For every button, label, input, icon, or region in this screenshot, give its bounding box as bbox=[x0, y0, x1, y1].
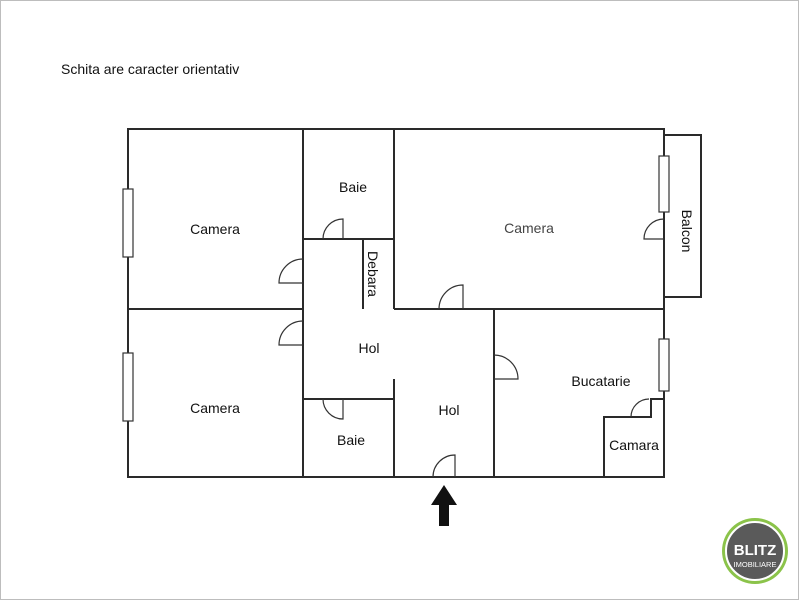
blitz-logo: BLITZ IMOBILIARE bbox=[722, 518, 788, 584]
room-hol-left: Hol bbox=[358, 340, 379, 356]
room-debara: Debara bbox=[365, 251, 381, 297]
orientation-note: Schita are caracter orientativ bbox=[61, 61, 240, 77]
room-baie-bottom: Baie bbox=[337, 432, 365, 448]
logo-sub: IMOBILIARE bbox=[734, 560, 777, 569]
logo-disc bbox=[725, 521, 785, 581]
wall-camara bbox=[603, 398, 664, 477]
room-camera-top-left: Camera bbox=[190, 221, 240, 237]
room-camera-bottom-left: Camera bbox=[190, 400, 240, 416]
balcony-outline bbox=[664, 134, 702, 298]
room-camara: Camara bbox=[609, 437, 659, 453]
logo-brand: BLITZ bbox=[734, 542, 777, 559]
door-entrance bbox=[432, 454, 456, 478]
door-baie-top bbox=[322, 218, 344, 240]
door-camera-top-left bbox=[278, 258, 304, 284]
window-kitchen bbox=[658, 338, 670, 392]
outer-wall bbox=[127, 128, 665, 478]
door-camara bbox=[630, 398, 650, 418]
windows bbox=[122, 155, 670, 422]
window-top-left bbox=[122, 188, 134, 258]
walls bbox=[127, 128, 702, 478]
room-hol-right: Hol bbox=[438, 402, 459, 418]
room-camera-top-right: Camera bbox=[504, 220, 554, 236]
room-bucatarie: Bucatarie bbox=[571, 373, 630, 389]
door-camera-top-right bbox=[438, 284, 464, 310]
door-bucatarie bbox=[493, 354, 519, 380]
doors bbox=[278, 218, 665, 478]
door-camera-bottom-left bbox=[278, 320, 304, 346]
arrow-up-icon bbox=[431, 485, 457, 526]
room-baie-top: Baie bbox=[339, 179, 367, 195]
door-balcon bbox=[643, 218, 665, 240]
window-balcony bbox=[658, 155, 670, 213]
window-bottom-left bbox=[122, 352, 134, 422]
room-balcon: Balcon bbox=[679, 210, 695, 253]
door-baie-bottom bbox=[322, 398, 344, 420]
room-labels: Camera Baie Debara Camera Balcon Hol Cam… bbox=[190, 179, 695, 453]
